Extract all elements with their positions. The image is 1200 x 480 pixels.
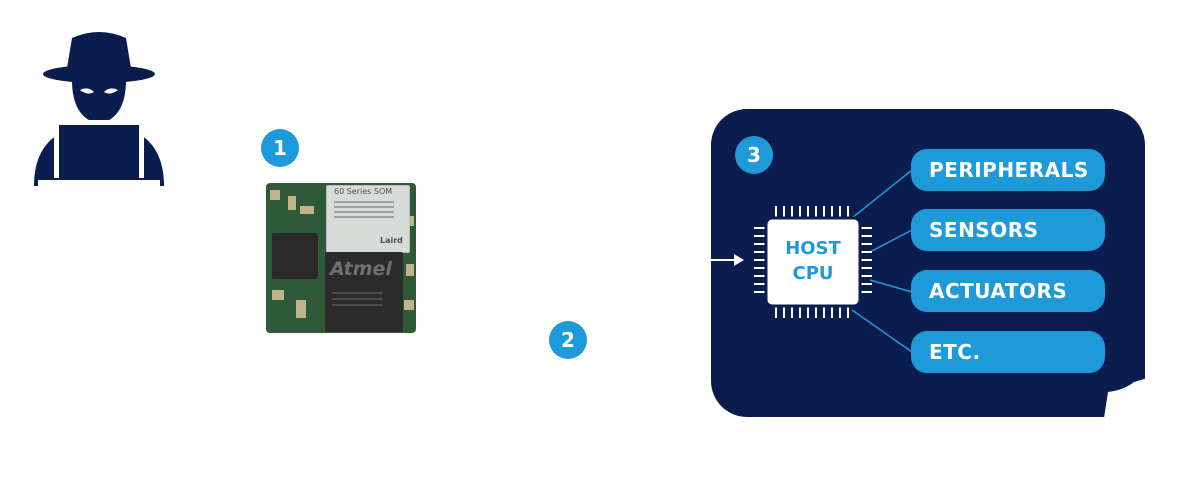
peripherals-pill: PERIPHERALS [911,149,1105,191]
chip-brand: Atmel [330,258,392,280]
cpu-label-line2: CPU [792,263,834,284]
cpu-connector-lines [851,169,913,353]
panel-notch [1104,378,1148,422]
etc-pill: ETC. [911,331,1105,373]
cpu-chip-icon [754,206,872,318]
step-badge-3: 3 [735,136,773,174]
sensors-pill: SENSORS [911,209,1105,251]
step-badge-1: 1 [261,129,299,167]
actuators-pill: ACTUATORS [911,270,1105,312]
step-badge-2: 2 [549,321,587,359]
shield-brand: Laird [380,236,403,245]
shield-fine-print [334,198,394,221]
hacker-icon [34,32,164,186]
cpu-label-line1: HOST [785,238,841,259]
arrow-right-icon-overlay [708,254,744,266]
memory-chip [272,233,318,279]
chip-markings [332,288,382,310]
som-shield [326,185,410,253]
shield-title: 60 Series SOM [334,187,393,196]
